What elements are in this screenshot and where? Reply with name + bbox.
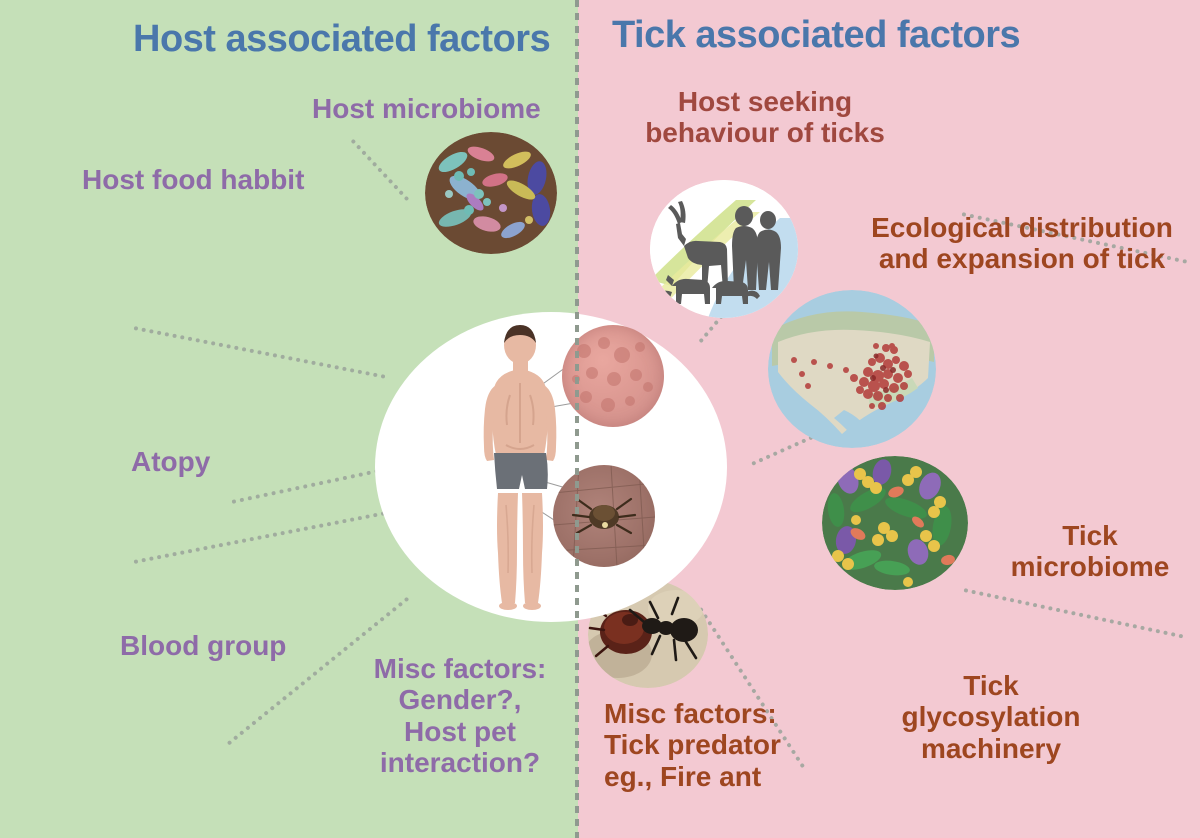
microbiome-circle-icon (822, 456, 968, 590)
ecological-distribution-map-image (768, 290, 936, 448)
microbiome-circle-icon (425, 132, 557, 254)
label-misc-tick-factors: Misc factors: Tick predator eg., Fire an… (604, 698, 781, 792)
human-back-figure (468, 325, 572, 610)
label-atopy: Atopy (131, 446, 211, 477)
label-ecological-distribution: Ecological distribution and expansion of… (871, 212, 1173, 275)
magnifier-skin-rash (562, 325, 664, 427)
human-back-figure-icon (483, 325, 557, 610)
tick-microbiome-image (822, 456, 968, 590)
skin-rash-closeup-icon (572, 337, 653, 412)
host-panel-title: Host associated factors (133, 18, 551, 60)
host-seeking-image (650, 180, 798, 318)
label-host-seeking-behaviour: Host seeking behaviour of ticks (645, 86, 885, 149)
us-distribution-map-icon (768, 290, 936, 448)
label-host-microbiome: Host microbiome (312, 93, 541, 124)
host-microbiome-image (425, 132, 557, 254)
label-tick-microbiome: Tick microbiome (1010, 520, 1170, 583)
label-blood-group: Blood group (120, 630, 287, 661)
label-tick-glycosylation: Tick glycosylation machinery (901, 670, 1081, 764)
tick-panel-title: Tick associated factors (612, 14, 1021, 56)
center-white-circle (375, 312, 727, 622)
magnifier-tick-bite (553, 465, 655, 567)
label-misc-host-factors: Misc factors: Gender?, Host pet interact… (373, 653, 547, 779)
panel-divider (575, 0, 579, 838)
label-host-food-habbit: Host food habbit (82, 164, 305, 195)
deer-humans-pets-silhouette-icon (650, 180, 798, 318)
tick-on-skin-closeup-icon (553, 465, 655, 567)
